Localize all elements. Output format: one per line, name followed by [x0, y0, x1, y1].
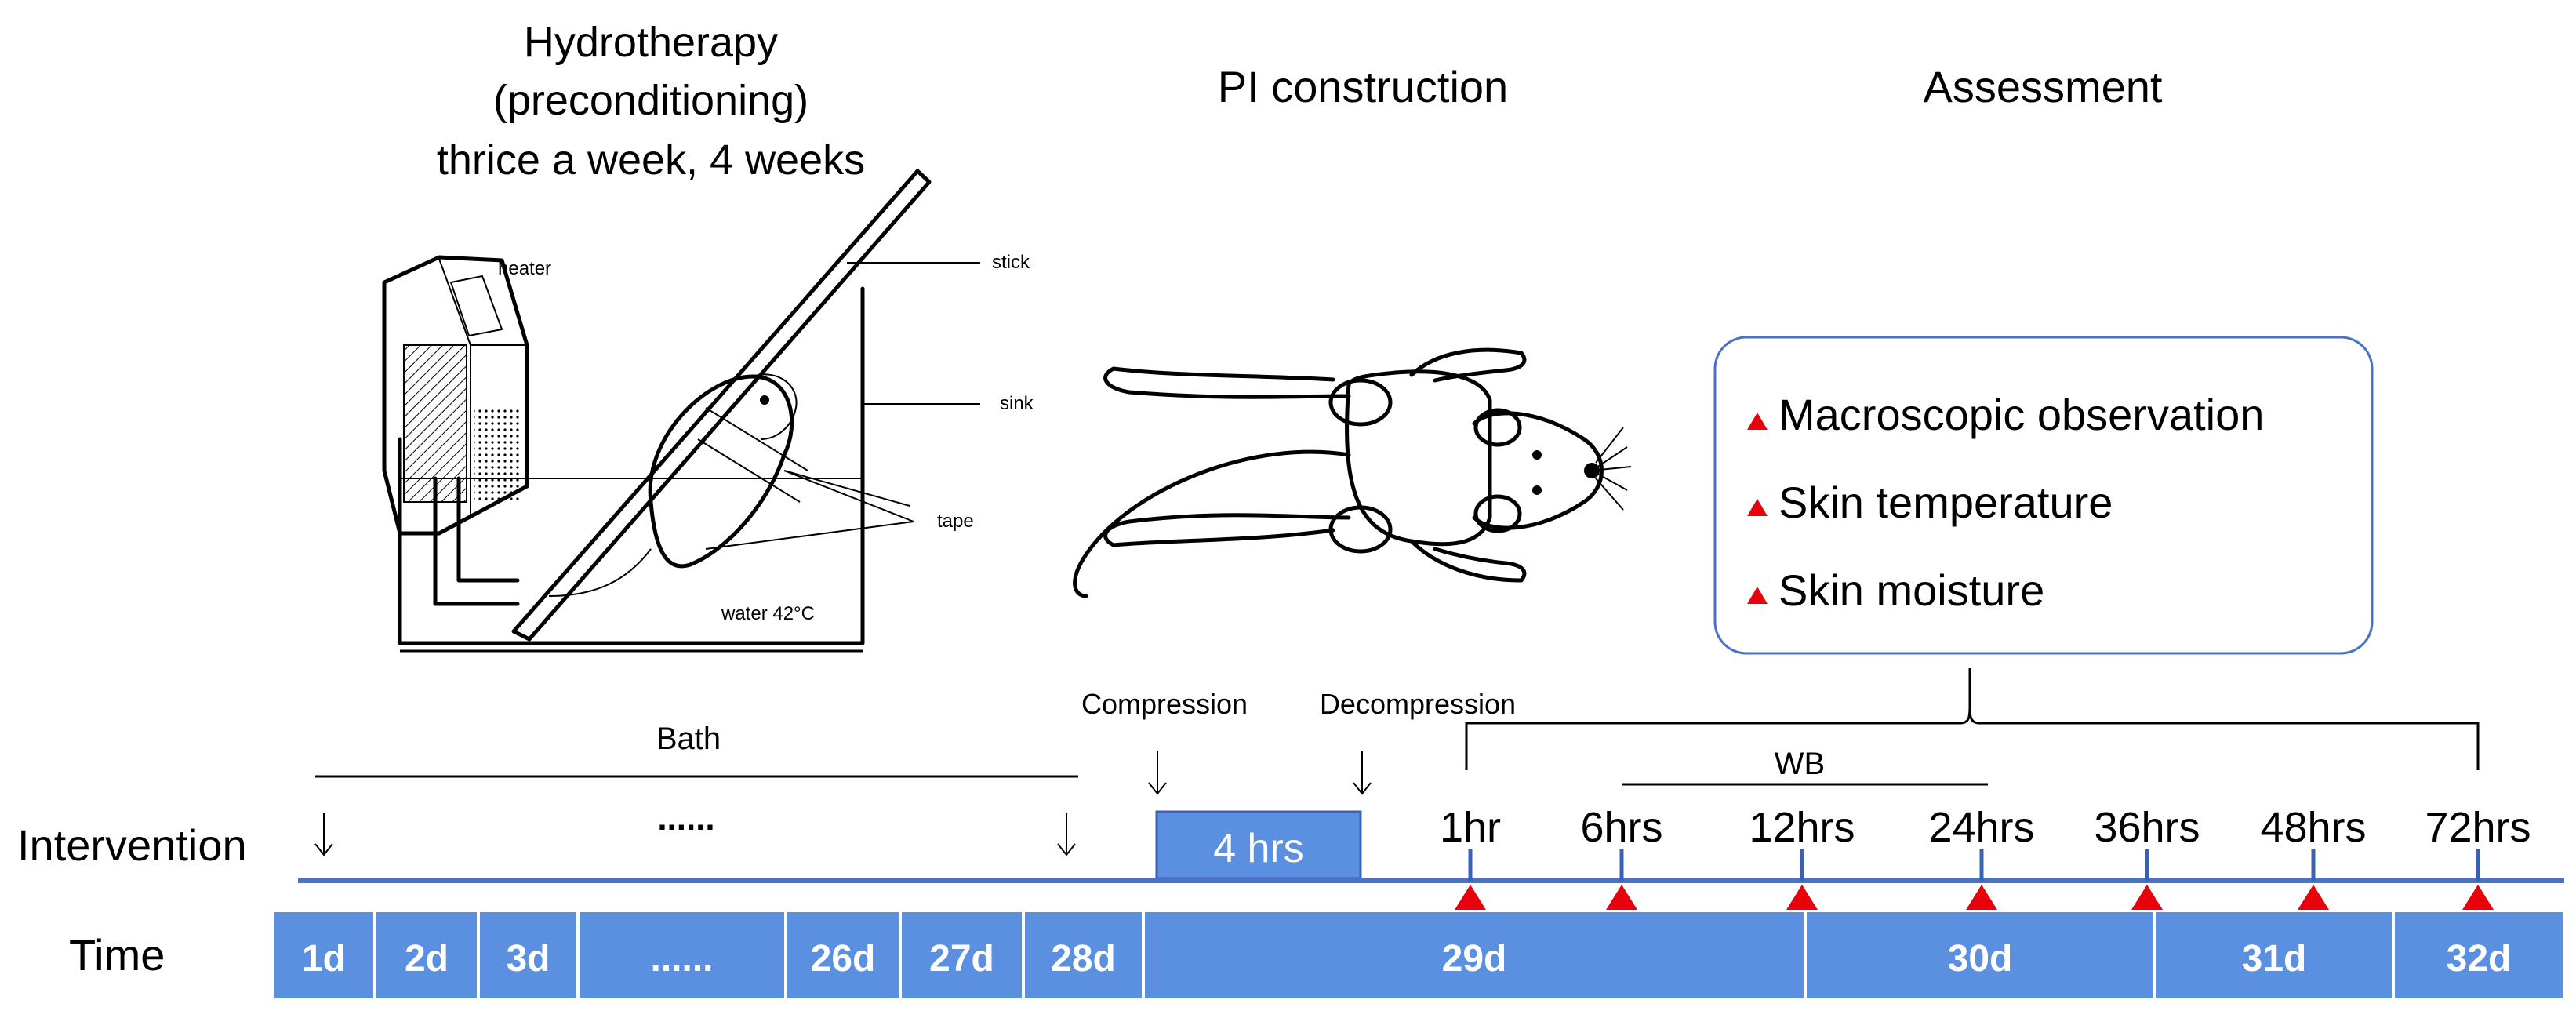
- water-temperature-label: water 42°C: [721, 603, 815, 624]
- tape-label: tape: [937, 511, 974, 532]
- stick-label: stick: [992, 252, 1030, 273]
- day-cell: [902, 912, 1022, 998]
- day-label: 30d: [1948, 938, 2013, 980]
- timepoint-marker-triangle: [1455, 885, 1486, 910]
- assessment-item-moisture: Skin moisture: [1778, 565, 2044, 615]
- decompression-label: Decompression: [1320, 688, 1516, 720]
- day-label: ......: [650, 938, 713, 980]
- timepoint-label: 24hrs: [1928, 804, 2034, 851]
- assessment-marker-2: [1747, 499, 1768, 516]
- day-cell: [1145, 912, 1804, 998]
- day-cell: [2395, 912, 2563, 998]
- timepoint-label: 12hrs: [1749, 804, 1855, 851]
- day-label: 1d: [302, 938, 346, 980]
- assessment-marker-1: [1747, 413, 1768, 430]
- day-cell: [580, 912, 784, 998]
- compression-duration-label: 4 hrs: [1213, 826, 1304, 871]
- day-cell: [787, 912, 899, 998]
- intervention-ellipsis: ......: [657, 799, 714, 838]
- day-label: 3d: [506, 938, 550, 980]
- assessment-title: Assessment: [1924, 62, 2163, 111]
- assessment-marker-3: [1747, 587, 1768, 604]
- arrow-down-icon: [1148, 751, 1167, 795]
- day-label: 31d: [2242, 938, 2307, 980]
- day-label: 26d: [811, 938, 876, 980]
- timepoint-marker-triangle: [2131, 885, 2163, 910]
- timepoint-marker-triangle: [2462, 885, 2494, 910]
- assessment-box: Macroscopic observation Skin temperature…: [1713, 336, 2374, 655]
- compression-duration-box: [1155, 810, 1362, 880]
- day-label: 29d: [1442, 938, 1507, 980]
- heater-label: heater: [498, 258, 551, 279]
- assessment-item-temperature: Skin temperature: [1778, 478, 2113, 527]
- hydrotherapy-title-line1: Hydrotherapy: [524, 19, 778, 66]
- arrow-down-icon: [314, 813, 333, 856]
- assessment-brace: [1465, 668, 2480, 770]
- assessment-item-macroscopic: Macroscopic observation: [1778, 390, 2264, 439]
- timepoint-label: 48hrs: [2260, 804, 2366, 851]
- timepoint-label: 1hr: [1440, 804, 1501, 851]
- day-cell: [480, 912, 576, 998]
- timepoint-marker-triangle: [1966, 885, 1997, 910]
- timepoint-label: 36hrs: [2094, 804, 2200, 851]
- timepoint-markers: 1hr 6hrs 12hrs 24hrs 36hrs 48hrs 72hrs: [1440, 804, 2531, 910]
- intervention-arrows: [314, 751, 1372, 856]
- timepoint-label: 72hrs: [2425, 804, 2531, 851]
- arrow-down-icon: [1057, 813, 1076, 856]
- arrow-down-icon: [1353, 751, 1372, 795]
- wb-label: WB: [1775, 747, 1825, 781]
- pi-construction-title: PI construction: [1218, 62, 1508, 111]
- intervention-row-label: Intervention: [17, 820, 247, 870]
- time-row-label: Time: [69, 930, 165, 980]
- day-cell: [376, 912, 477, 998]
- day-label: 27d: [929, 938, 994, 980]
- hydrotherapy-title-line2: (preconditioning): [493, 77, 808, 124]
- sink-label: sink: [1000, 393, 1034, 414]
- hydrotherapy-title-line3: thrice a week, 4 weeks: [437, 136, 865, 184]
- day-cell: [274, 912, 373, 998]
- timepoint-marker-triangle: [2298, 885, 2329, 910]
- timepoint-label: 6hrs: [1580, 804, 1662, 851]
- bath-label: Bath: [656, 722, 721, 756]
- day-cell: [2156, 912, 2392, 998]
- day-label: 32d: [2447, 938, 2512, 980]
- rat-illustration: [1073, 347, 1632, 598]
- timepoint-marker-triangle: [1786, 885, 1818, 910]
- day-cell: [1807, 912, 2153, 998]
- day-label: 2d: [405, 938, 449, 980]
- compression-label: Compression: [1081, 688, 1248, 720]
- hydrotherapy-apparatus-illustration: heater stick sink tape water 42°C: [382, 169, 1034, 653]
- day-label: 28d: [1051, 938, 1116, 980]
- timepoint-marker-triangle: [1606, 885, 1637, 910]
- day-cell: [1025, 912, 1142, 998]
- day-bar: 1d 2d 3d...... 26d 27d 28d 29d 30d 31d 32d: [274, 912, 2563, 998]
